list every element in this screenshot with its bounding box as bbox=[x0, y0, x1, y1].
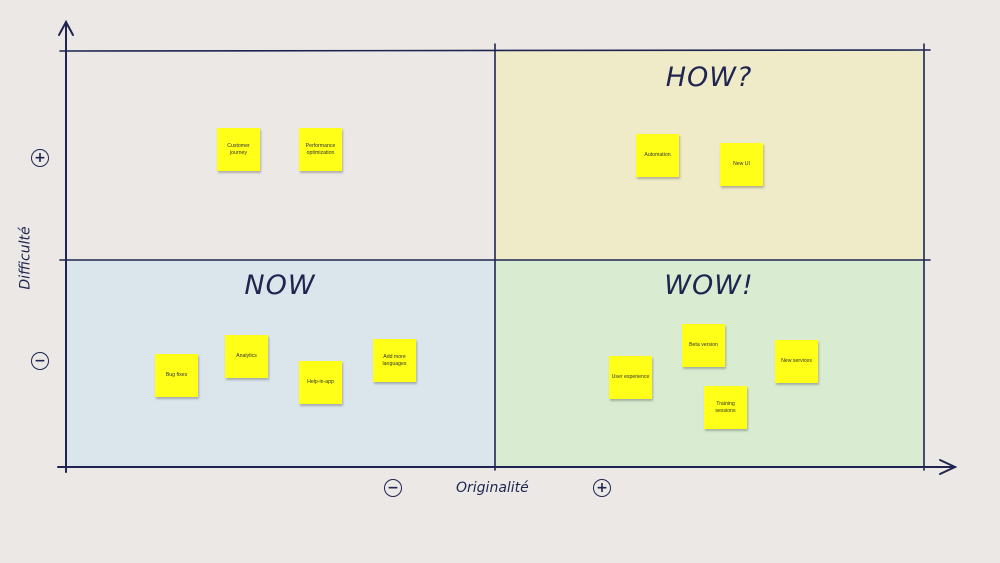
y-plus-sign: + bbox=[31, 149, 49, 167]
sticky-note-new-ui[interactable]: New UI bbox=[720, 143, 763, 186]
quadrant-title-now: NOW bbox=[244, 270, 316, 301]
sticky-note-automation[interactable]: Automation bbox=[636, 134, 679, 177]
sticky-note-add-more-languages[interactable]: Add more languages bbox=[373, 339, 416, 382]
sticky-note-bug-fixes[interactable]: Bug fixes bbox=[155, 354, 198, 397]
sticky-note-help-in-app[interactable]: Help-in-app bbox=[299, 361, 342, 404]
sticky-note-analytics[interactable]: Analytics bbox=[225, 335, 268, 378]
x-axis-arrow bbox=[939, 459, 958, 475]
y-axis-arrow bbox=[58, 19, 74, 36]
quadrant-now bbox=[66, 260, 495, 467]
quadrant-top-left bbox=[66, 51, 495, 260]
x-plus-sign: + bbox=[593, 479, 611, 497]
sticky-note-new-services[interactable]: New services bbox=[775, 340, 818, 383]
sticky-note-performance-optimization[interactable]: Performance optimization bbox=[299, 128, 342, 171]
x-axis-label: Originalité bbox=[456, 480, 529, 496]
y-axis-label: Difficulté bbox=[17, 226, 34, 290]
quadrant-title-wow: WOW! bbox=[664, 270, 754, 301]
x-minus-sign: − bbox=[384, 479, 402, 497]
sticky-note-user-experience[interactable]: User experience bbox=[609, 356, 652, 399]
quadrant-how bbox=[495, 51, 924, 260]
y-minus-sign: − bbox=[31, 352, 49, 370]
sticky-note-training-sessions[interactable]: Training sessions bbox=[704, 386, 747, 429]
quadrant-title-how: HOW? bbox=[665, 62, 753, 93]
sticky-note-beta-version[interactable]: Beta version bbox=[682, 324, 725, 367]
sticky-note-customer-journey[interactable]: Customer journey bbox=[217, 128, 260, 171]
